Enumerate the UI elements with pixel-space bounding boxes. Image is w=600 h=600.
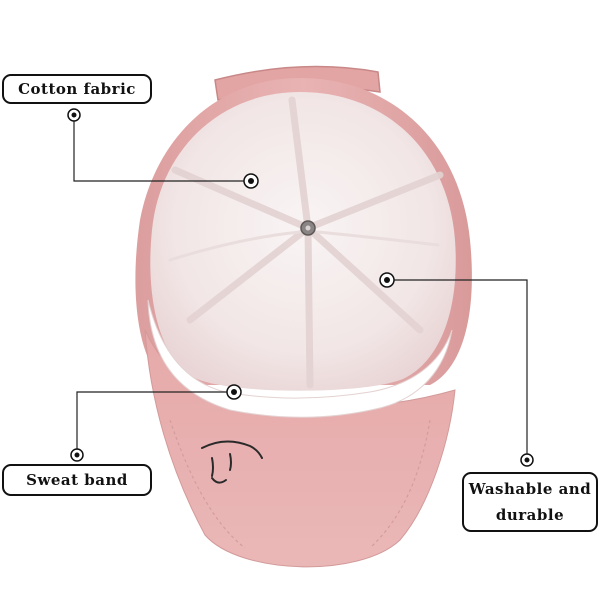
pointer-dot-sweat-bottom	[70, 448, 84, 462]
cap-panel-seams	[171, 96, 444, 389]
pointer-dot-wash-bottom	[520, 453, 534, 467]
callout-washable-durable: Washable and durable	[462, 472, 598, 532]
leader-wash	[387, 279, 528, 460]
pointer-dot-cotton-target	[243, 173, 259, 189]
cap-inner-lining	[150, 92, 456, 391]
callout-washable-line2: durable	[495, 506, 565, 524]
callout-sweat-band: Sweat band	[2, 464, 152, 496]
leader-lines	[73, 115, 528, 460]
pointer-dot-cotton-top	[67, 108, 81, 122]
pointer-dots	[67, 108, 534, 467]
callout-washable-line1: Washable and	[468, 480, 592, 498]
pointer-dot-wash-target	[379, 272, 395, 288]
callout-cotton-fabric: Cotton fabric	[2, 74, 152, 104]
leader-cotton	[73, 115, 251, 182]
pointer-dot-sweat-target	[226, 384, 242, 400]
leader-sweat	[76, 391, 234, 455]
smiley-embroidery-icon	[201, 440, 263, 484]
